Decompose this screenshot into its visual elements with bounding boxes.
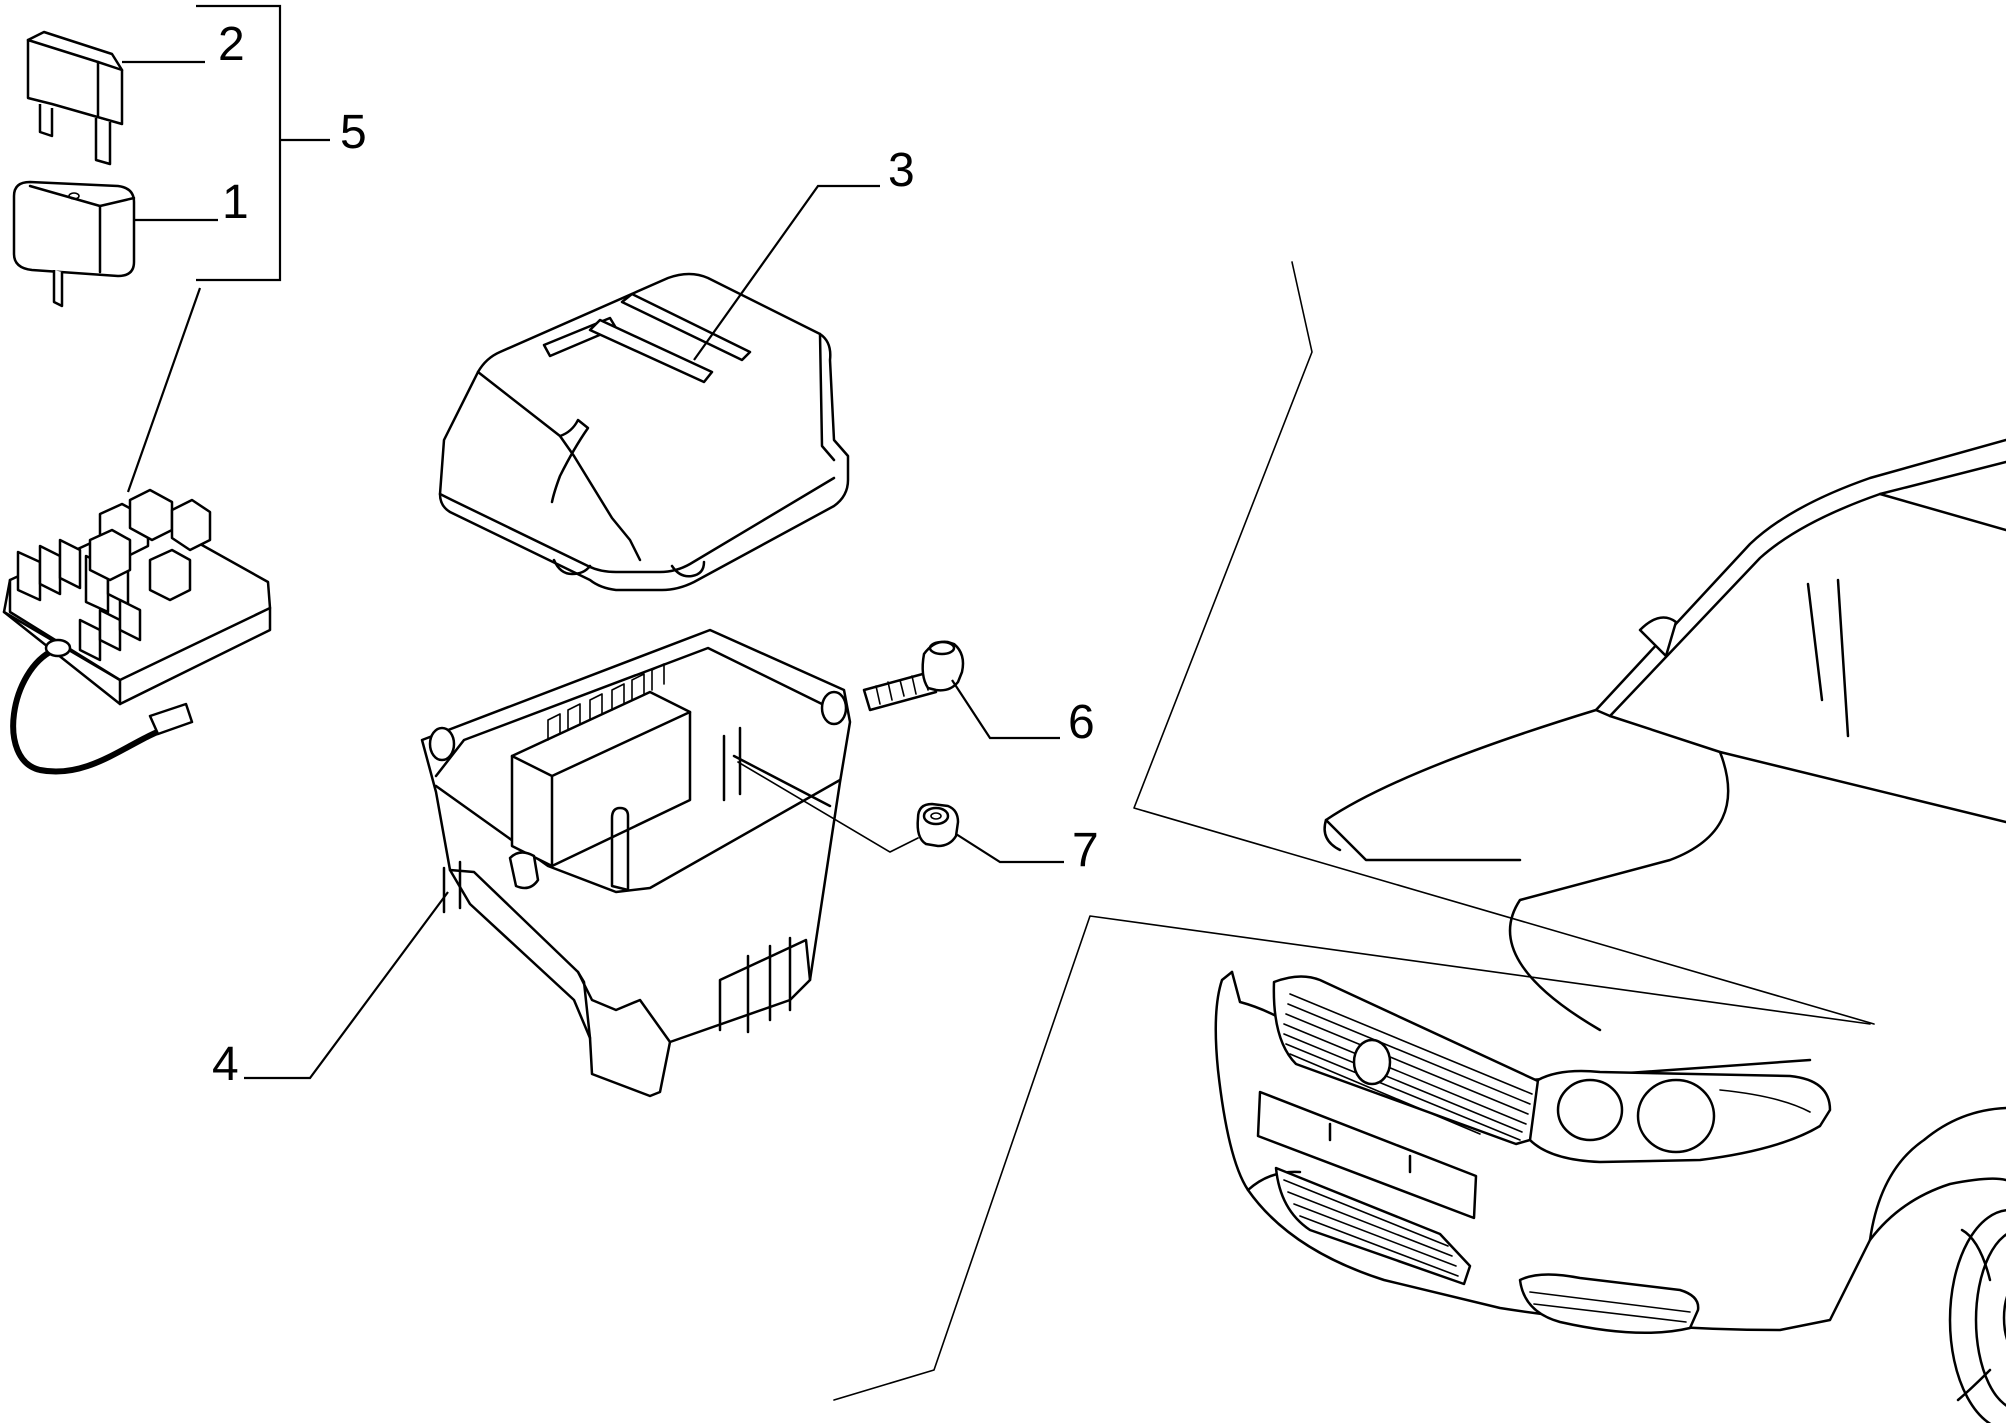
callout-2: 2 [218,18,245,71]
callout-1: 1 [222,176,249,229]
callout-5: 5 [340,106,367,159]
part-1-relay [12,180,136,308]
leader-6 [951,679,1060,740]
part-2-fuse [26,30,124,166]
leader-7 [955,833,1064,864]
callout-3: 3 [888,144,915,197]
group-5-bracket [196,4,330,282]
axis-line [737,761,919,853]
part-6-screw [862,640,965,712]
part-7-nut [916,802,960,848]
leader-4 [244,891,449,1080]
fuse-relay-block [2,488,272,775]
callout-6: 6 [1068,696,1095,749]
leader-3 [693,184,880,361]
leader-5 [126,287,202,493]
callout-7: 7 [1072,824,1099,877]
part-4-housing [420,628,852,1098]
callout-4: 4 [212,1038,239,1091]
car-front-illustration [833,261,2006,1423]
part-3-cover [438,272,850,592]
